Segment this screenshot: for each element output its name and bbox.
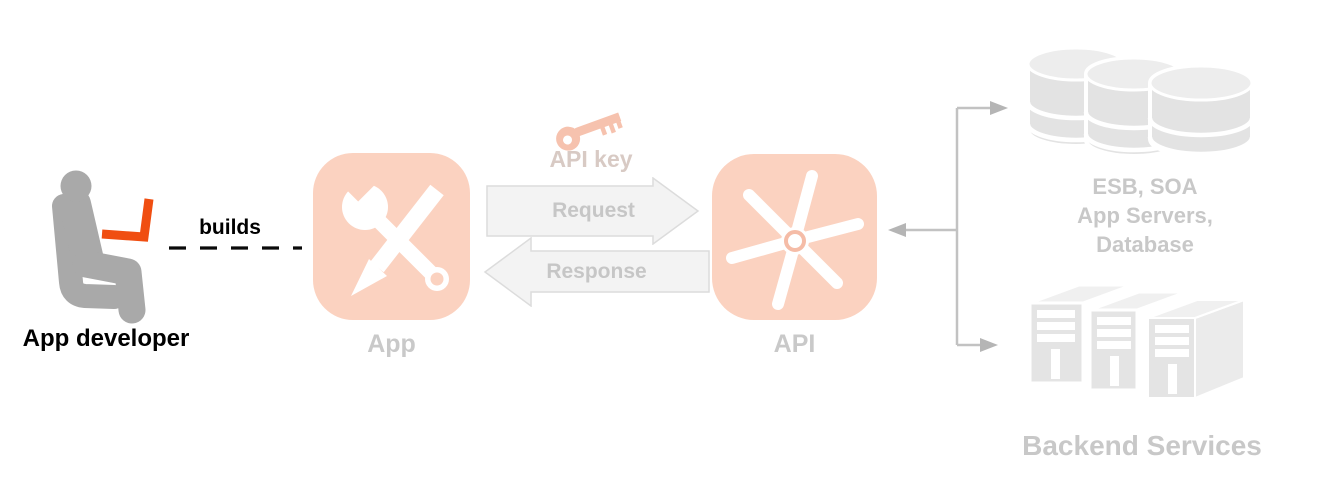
request-arrow: Request [485, 177, 702, 245]
builds-edge-label: builds [199, 216, 261, 239]
person-legs [72, 250, 146, 324]
key-icon [556, 112, 623, 151]
api-node-icon [712, 154, 877, 320]
esb-label-line1: ESB, SOA [1092, 174, 1198, 199]
laptop-icon [101, 198, 154, 242]
arrowhead-to-databases [990, 101, 1008, 115]
arrowhead-to-servers [980, 338, 998, 352]
esb-label: ESB, SOA App Servers, Database [1035, 172, 1255, 259]
app-node-label: App [367, 330, 416, 358]
person-at-laptop-icon [52, 170, 154, 324]
backend-services-label: Backend Services [1022, 430, 1262, 461]
developer-label: App developer [22, 325, 190, 352]
database-stack-icon [1025, 46, 1255, 158]
spoked-gear-icon [726, 170, 864, 310]
api-key-label: API key [549, 146, 633, 172]
esb-label-line2: App Servers, [1077, 203, 1213, 228]
chair-shape [52, 194, 126, 309]
arrowhead-to-api [888, 223, 906, 237]
api-node-label: API [773, 330, 816, 358]
block-arrow-right-icon [486, 177, 700, 245]
response-edge-label: Response [546, 260, 647, 283]
esb-label-line3: Database [1096, 232, 1194, 257]
person-head [60, 170, 92, 202]
response-arrow: Response [483, 237, 710, 307]
builds-dashed-line [169, 246, 302, 250]
request-edge-label: Request [552, 199, 635, 222]
server-towers-icon [1028, 283, 1245, 400]
block-arrow-left-icon [483, 237, 710, 307]
backend-connector-arrows [888, 101, 1008, 352]
wrench-and-pencil-icon [342, 171, 449, 296]
app-node-icon [313, 153, 470, 320]
